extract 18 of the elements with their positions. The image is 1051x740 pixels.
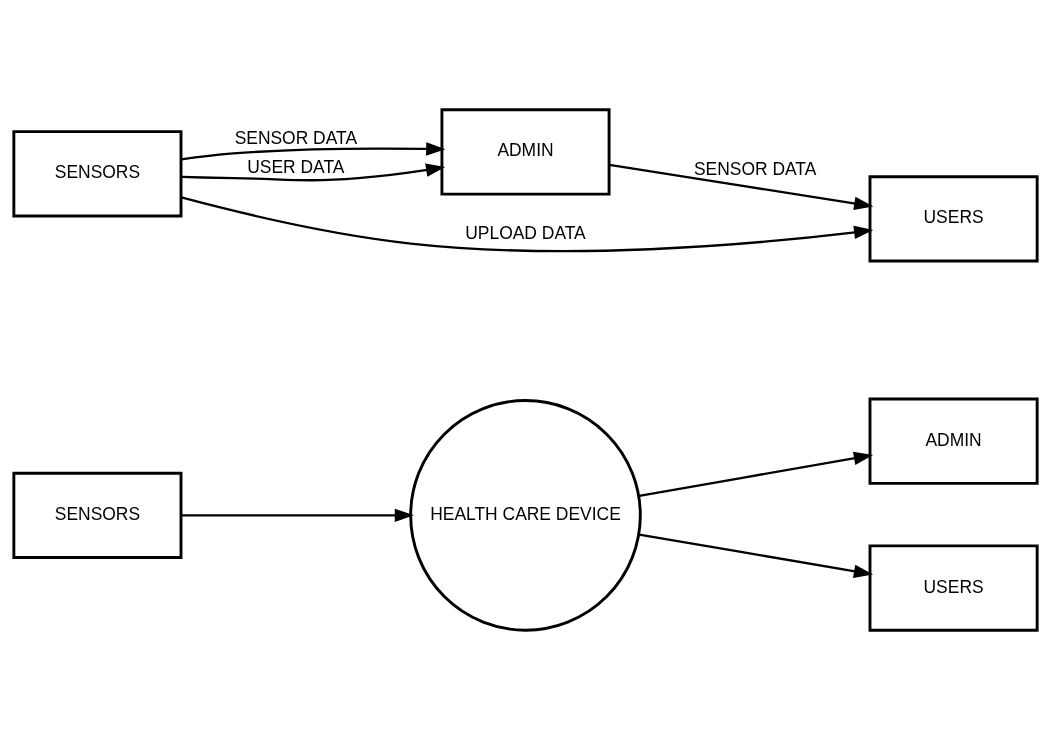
node-box: USERS <box>868 175 1039 263</box>
edge-label: SENSOR DATA <box>234 128 358 149</box>
arrow <box>181 142 446 161</box>
arrow <box>181 508 414 523</box>
arrow <box>181 196 874 253</box>
edge-label: SENSOR DATA <box>693 158 817 179</box>
node-box: SENSORS <box>12 471 183 559</box>
arrow <box>609 163 874 211</box>
edge-label: UPLOAD DATA <box>465 222 586 243</box>
arrow <box>639 451 874 497</box>
node-circle: HEALTH CARE DEVICE <box>409 399 642 632</box>
arrow <box>639 533 874 578</box>
edge-label: USER DATA <box>247 157 345 178</box>
node-box: USERS <box>868 544 1039 632</box>
node-box: ADMIN <box>440 108 611 196</box>
arrow <box>181 163 446 182</box>
node-box: SENSORS <box>12 130 183 218</box>
node-box: ADMIN <box>868 397 1039 485</box>
